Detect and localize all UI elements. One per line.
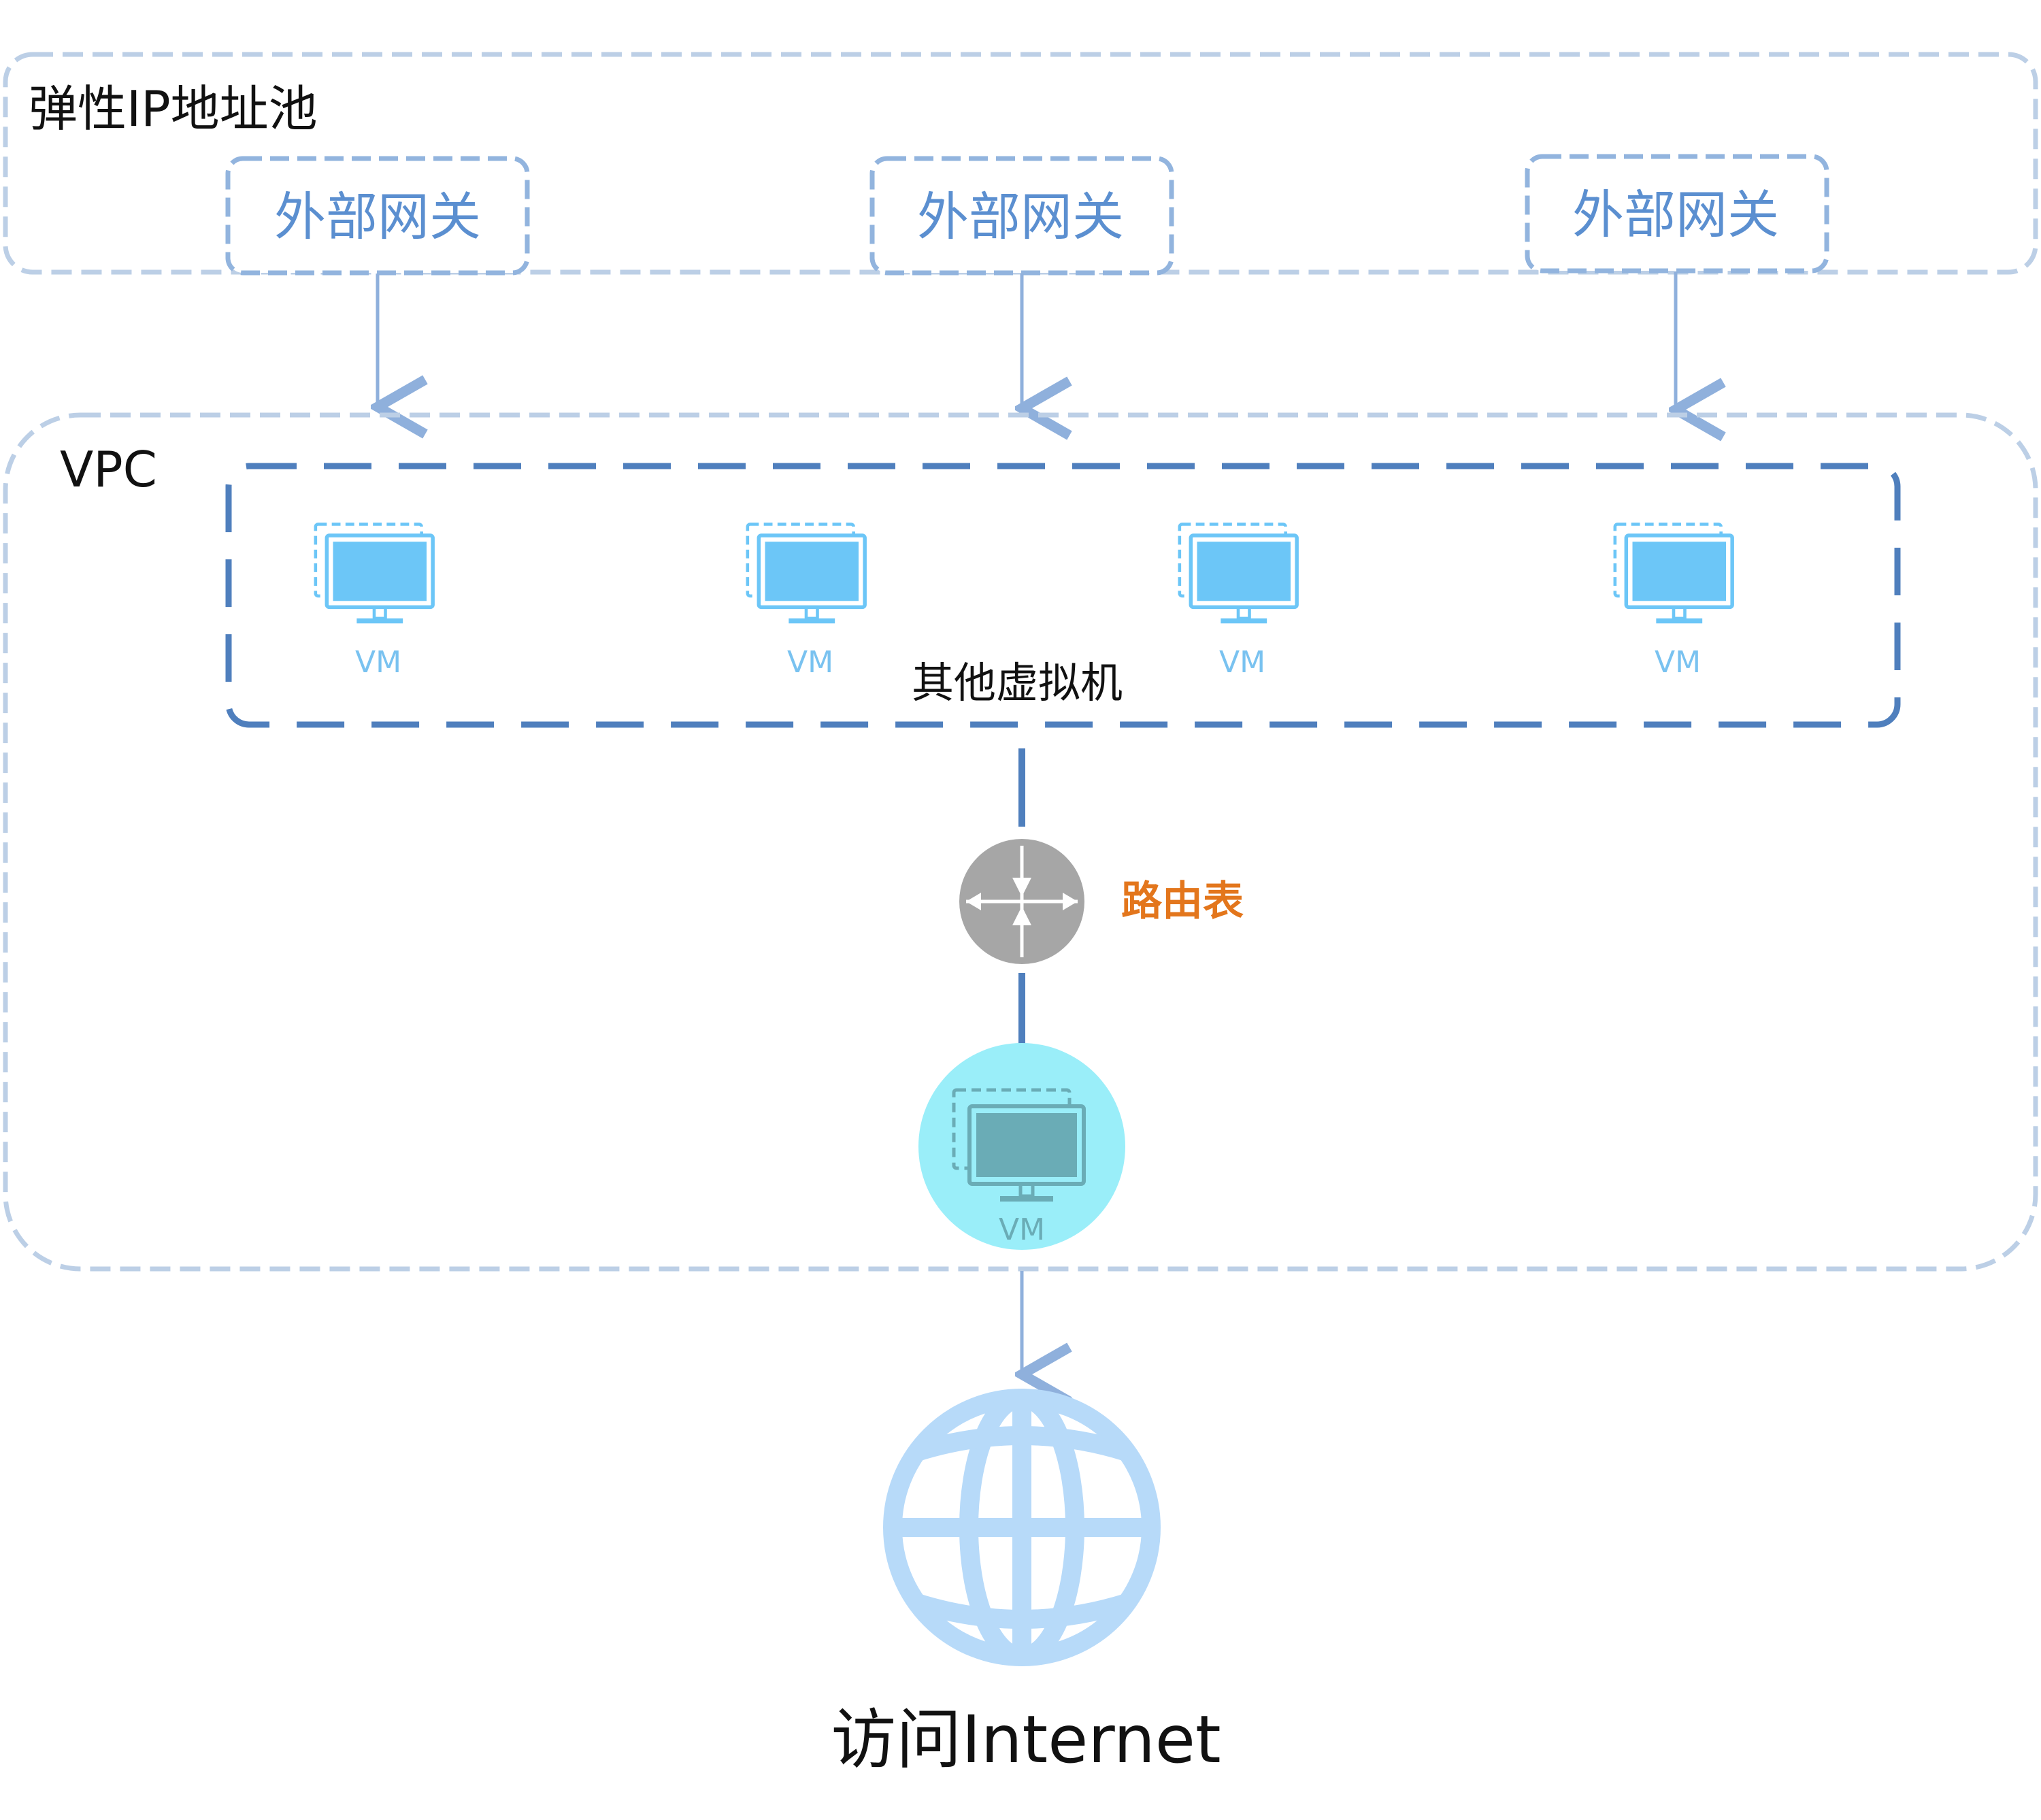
vm-icon-2 — [748, 525, 865, 624]
vpc-box — [3, 412, 2038, 1272]
elastic-ip-pool-label: 弹性IP地址池 — [29, 80, 318, 137]
vm-icon-4 — [1615, 525, 1732, 624]
gateway-box-1 — [225, 156, 530, 276]
gateway-label-2: 外部网关 — [917, 186, 1124, 247]
globe-icon — [883, 1389, 1161, 1666]
gateway-label-1: 外部网关 — [274, 186, 481, 247]
gateway-box-3 — [1525, 154, 1829, 274]
internet-label: 访问Internet — [831, 1702, 1221, 1778]
vm-group-label: 其他虚拟机 — [912, 658, 1123, 708]
main-vm-icon — [918, 1043, 1125, 1250]
vm-icon-3 — [1180, 525, 1297, 624]
vm-icon-1 — [316, 525, 433, 624]
vm-group-box — [225, 463, 1901, 728]
gateway-label-3: 外部网关 — [1572, 184, 1779, 245]
gateway-box-2 — [869, 156, 1174, 276]
router-icon — [959, 839, 1084, 964]
vm-label-1: VM — [355, 645, 401, 680]
router-label: 路由表 — [1121, 878, 1244, 925]
vm-label-4: VM — [1655, 645, 1701, 680]
main-vm-label: VM — [999, 1212, 1045, 1247]
vpc-label: VPC — [60, 441, 157, 498]
vm-label-2: VM — [787, 645, 833, 680]
vm-label-3: VM — [1219, 645, 1265, 680]
